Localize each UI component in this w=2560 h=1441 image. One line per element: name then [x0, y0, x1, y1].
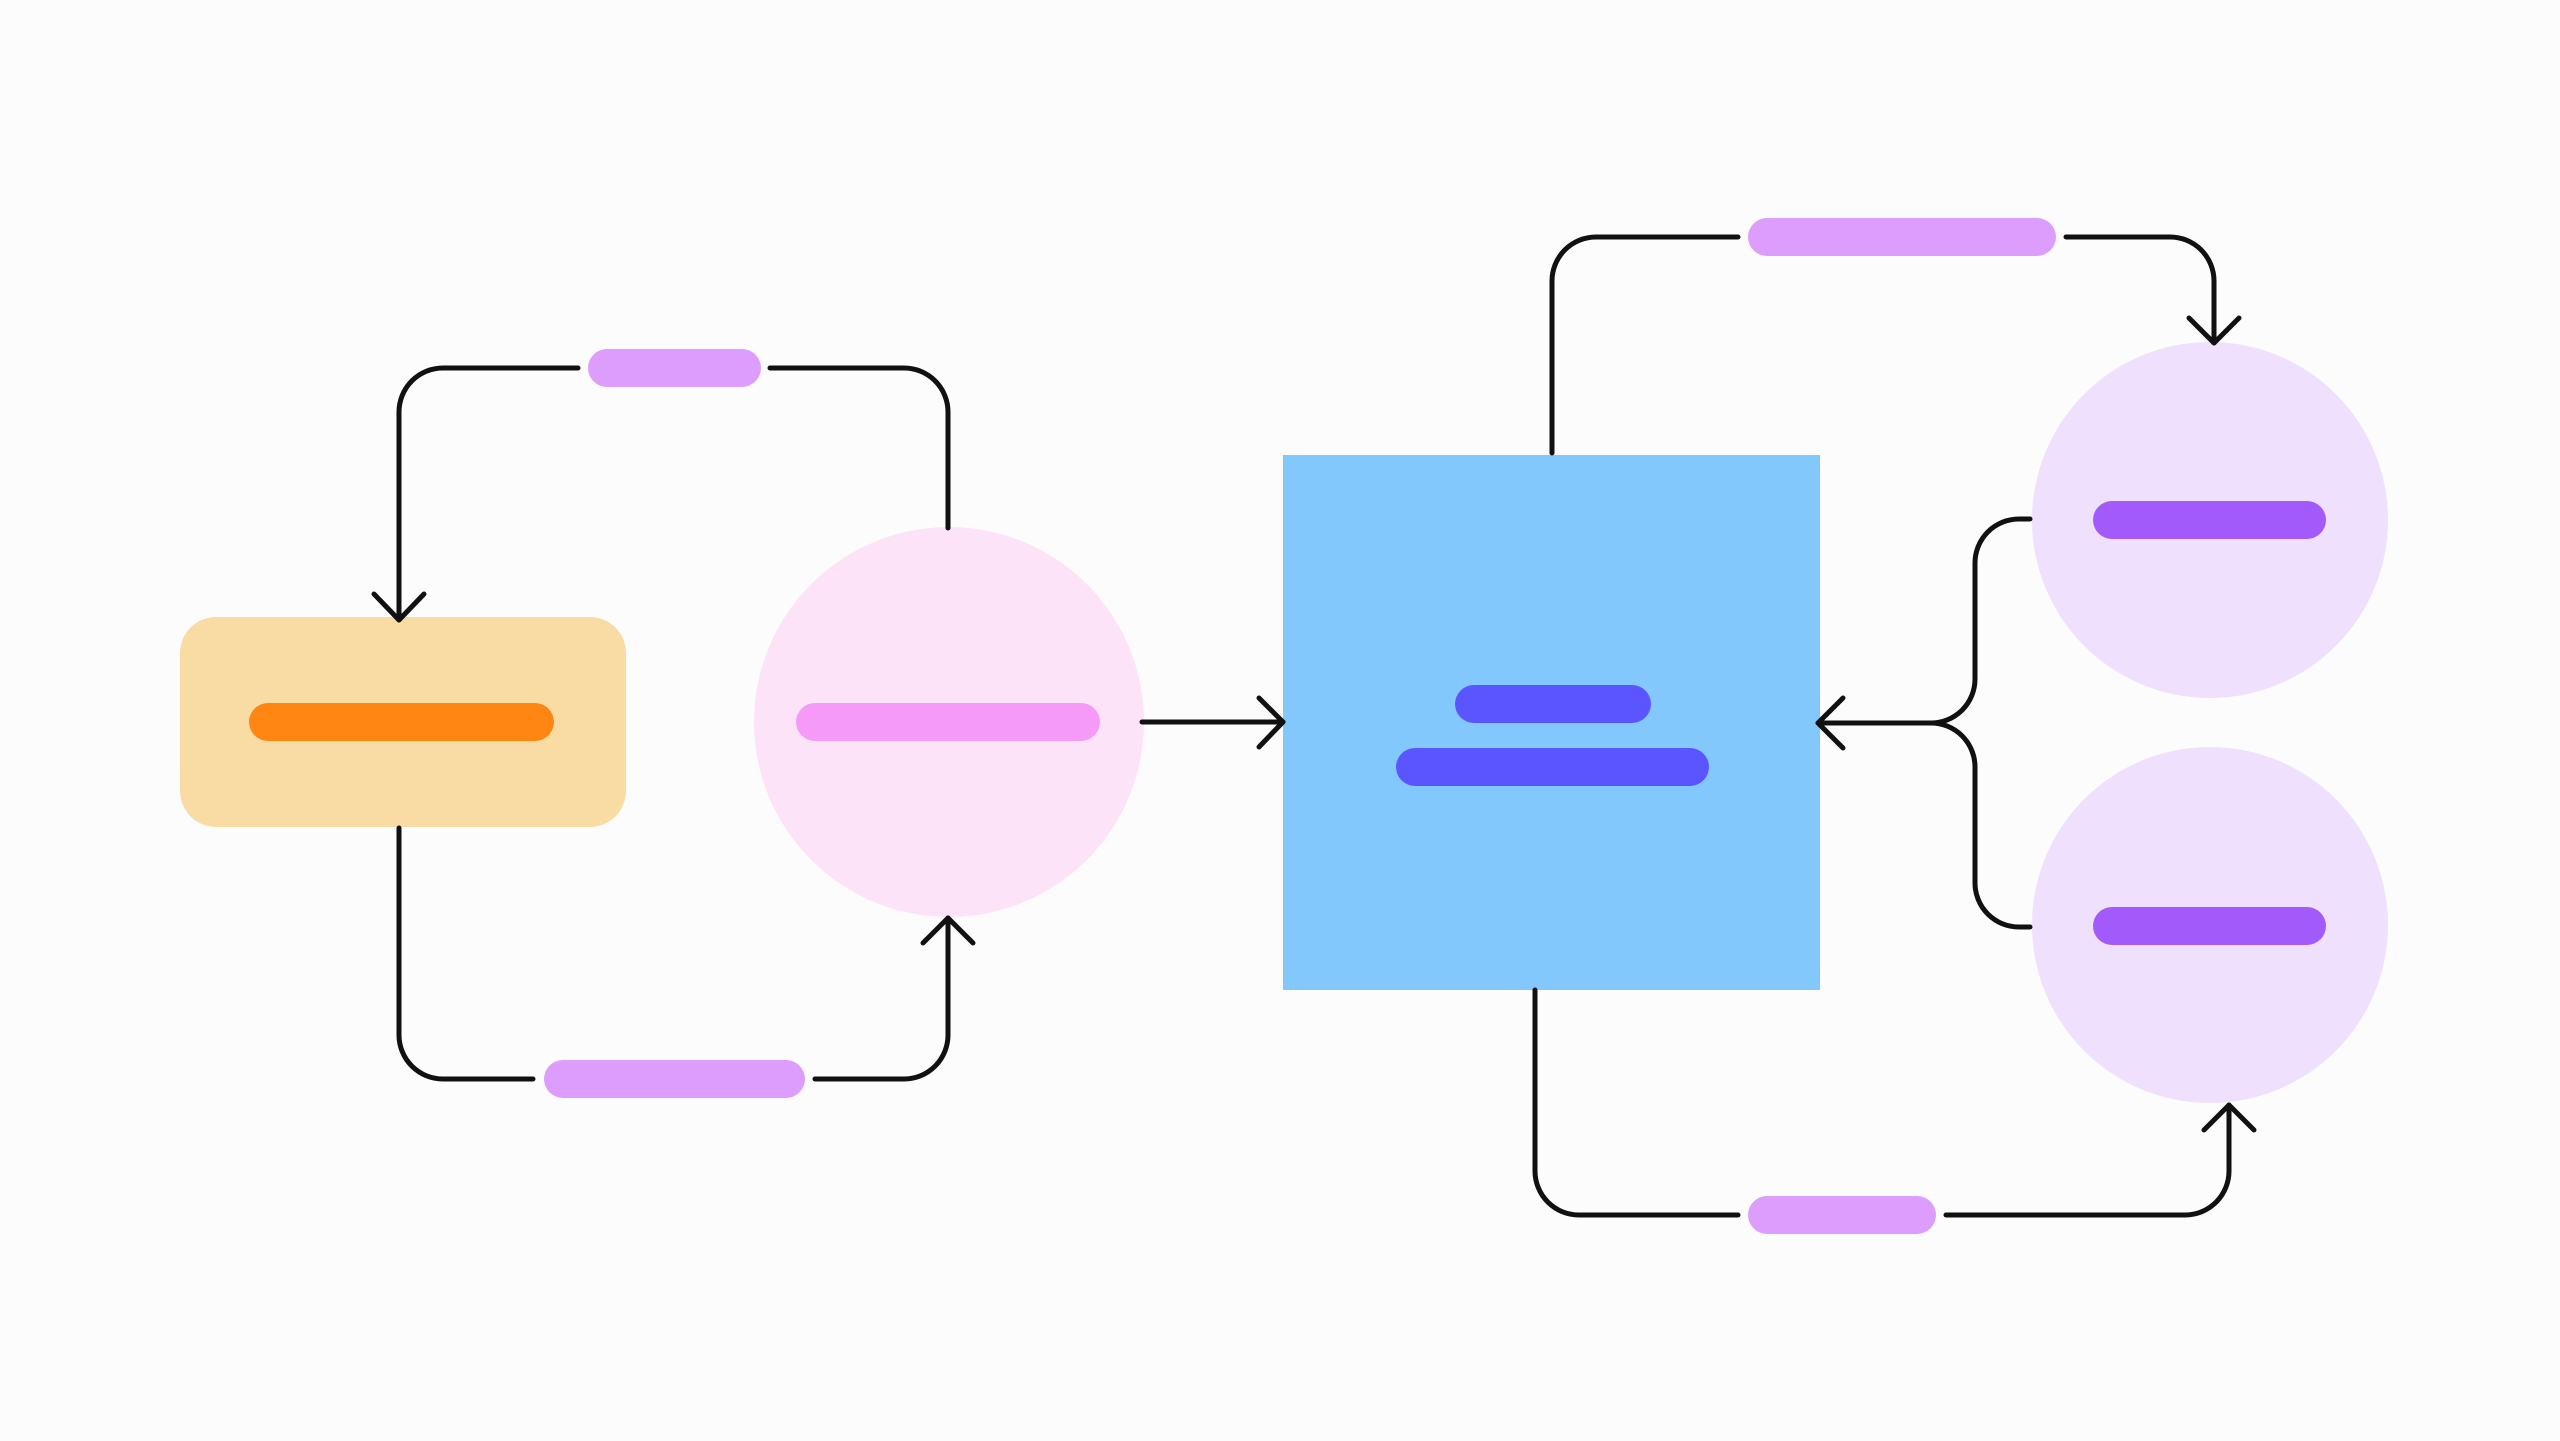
- connector-central-to-right-bottom[interactable]: [1532, 987, 2232, 1218]
- connector-right-circles-to-central[interactable]: [1815, 516, 2033, 930]
- arrowhead-up-icon: [2201, 1102, 2257, 1133]
- connector-process-to-decision[interactable]: [396, 825, 951, 1082]
- arrowhead-down-icon: [371, 591, 427, 623]
- arrowhead-left-icon: [1815, 695, 1846, 751]
- arrowhead-down-icon: [2186, 315, 2242, 346]
- connector-decision-to-process[interactable]: [396, 365, 951, 623]
- connector-central-to-right-top[interactable]: [1549, 234, 2217, 456]
- arrowhead-up-icon: [920, 915, 976, 946]
- arrowhead-right-icon: [1256, 695, 1286, 750]
